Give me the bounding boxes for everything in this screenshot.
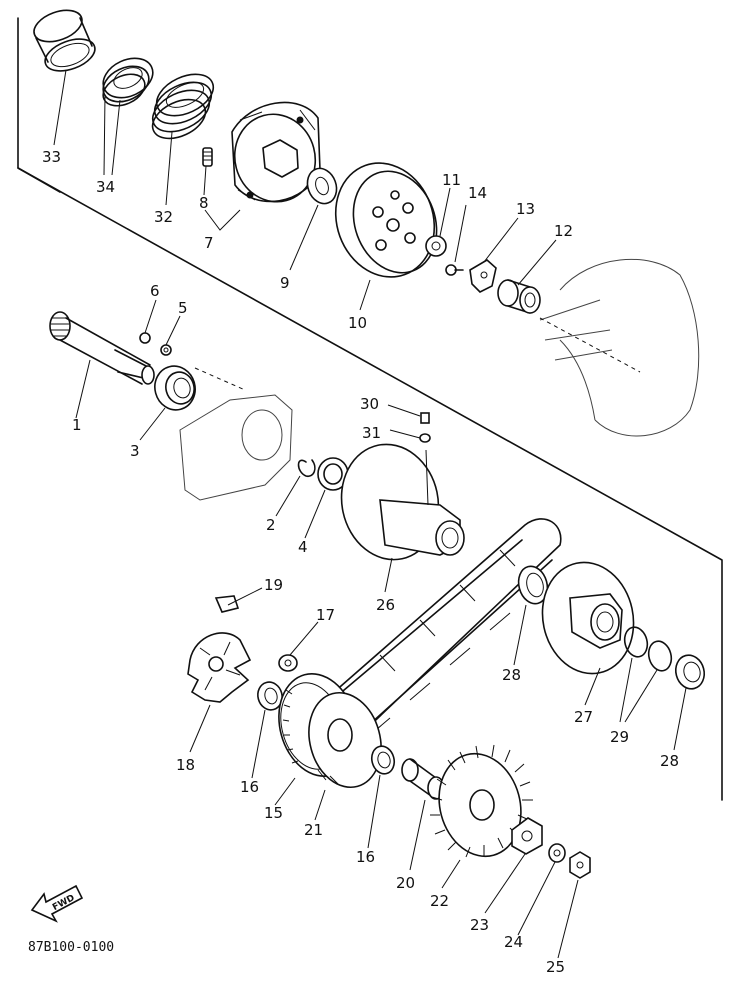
part-number-labels: 33 34 32 8 7 9 10 11 14 13 12 6 5 1 3 30… [42, 148, 679, 976]
part-5-washer [160, 344, 172, 356]
part-19-slider [214, 595, 240, 613]
label-9: 9 [280, 274, 290, 292]
label-1: 1 [72, 416, 82, 434]
label-15: 15 [264, 804, 283, 822]
label-24: 24 [504, 933, 523, 951]
label-2: 2 [266, 516, 276, 534]
part-18-cam-plate [187, 632, 252, 703]
label-22: 22 [430, 892, 449, 910]
part-2-circlip [297, 459, 316, 478]
label-12: 12 [554, 222, 573, 240]
part-27-sliding-sheave [541, 561, 635, 675]
part-16-bearing-right [370, 745, 396, 775]
part-9-washer [306, 167, 338, 205]
label-4: 4 [298, 538, 308, 556]
fwd-arrow-icon: FWD [30, 884, 84, 923]
label-7: 7 [204, 234, 214, 252]
label-26: 26 [376, 596, 395, 614]
label-8: 8 [199, 194, 209, 212]
part-28-seal-upper [517, 565, 549, 605]
label-5: 5 [178, 299, 188, 317]
label-3: 3 [130, 442, 140, 460]
part-1-shaft [49, 311, 155, 385]
part-11-nut [425, 235, 447, 257]
part-17-roller [278, 654, 298, 672]
crankcase-outline [539, 258, 700, 437]
label-20: 20 [396, 874, 415, 892]
part-28-seal-lower [674, 654, 706, 690]
label-27: 27 [574, 708, 593, 726]
part-24-washer [548, 843, 566, 863]
part-13-plate [469, 259, 497, 293]
part-7-clutch-carrier [231, 101, 321, 203]
part-3-bearing [154, 365, 196, 411]
part-31-washer [419, 433, 431, 443]
part-6-bolt [139, 332, 151, 344]
label-14: 14 [468, 184, 487, 202]
part-30-bolt [420, 412, 430, 424]
leader-lines [53, 69, 687, 959]
part-34-spring [102, 57, 154, 107]
part-21-primary-sheave [308, 691, 382, 789]
part-32-clutch-spring [151, 73, 215, 140]
label-11: 11 [442, 171, 461, 189]
label-29: 29 [610, 728, 629, 746]
label-10: 10 [348, 314, 367, 332]
label-17: 17 [316, 606, 335, 624]
part-33-sleeve [33, 9, 96, 72]
part-12-collar [497, 279, 541, 314]
label-18: 18 [176, 756, 195, 774]
label-28-upper: 28 [502, 666, 521, 684]
label-28-lower: 28 [660, 752, 679, 770]
label-33: 33 [42, 148, 61, 166]
part-22-fan-sheave [430, 744, 533, 858]
label-19: 19 [264, 576, 283, 594]
part-8-pin [202, 147, 213, 167]
label-16-left: 16 [240, 778, 259, 796]
part-25-nut [569, 851, 591, 879]
label-16-right: 16 [356, 848, 375, 866]
drawing-code: 87B100-0100 [28, 940, 114, 955]
part-10-clutch-housing [334, 162, 438, 278]
part-23-washer [511, 817, 543, 855]
part-14-bolt [445, 264, 464, 276]
label-6: 6 [150, 282, 160, 300]
label-32: 32 [154, 208, 173, 226]
part-16-bearing-left [257, 681, 283, 711]
label-31: 31 [362, 424, 381, 442]
part-26-fixed-sheave [340, 443, 465, 561]
label-13: 13 [516, 200, 535, 218]
label-21: 21 [304, 821, 323, 839]
label-23: 23 [470, 916, 489, 934]
case-cover-outline [179, 367, 293, 501]
label-30: 30 [360, 395, 379, 413]
label-25: 25 [546, 958, 565, 976]
part-29-o-rings [623, 626, 673, 672]
label-34: 34 [96, 178, 115, 196]
assembly-frame [17, 17, 723, 801]
